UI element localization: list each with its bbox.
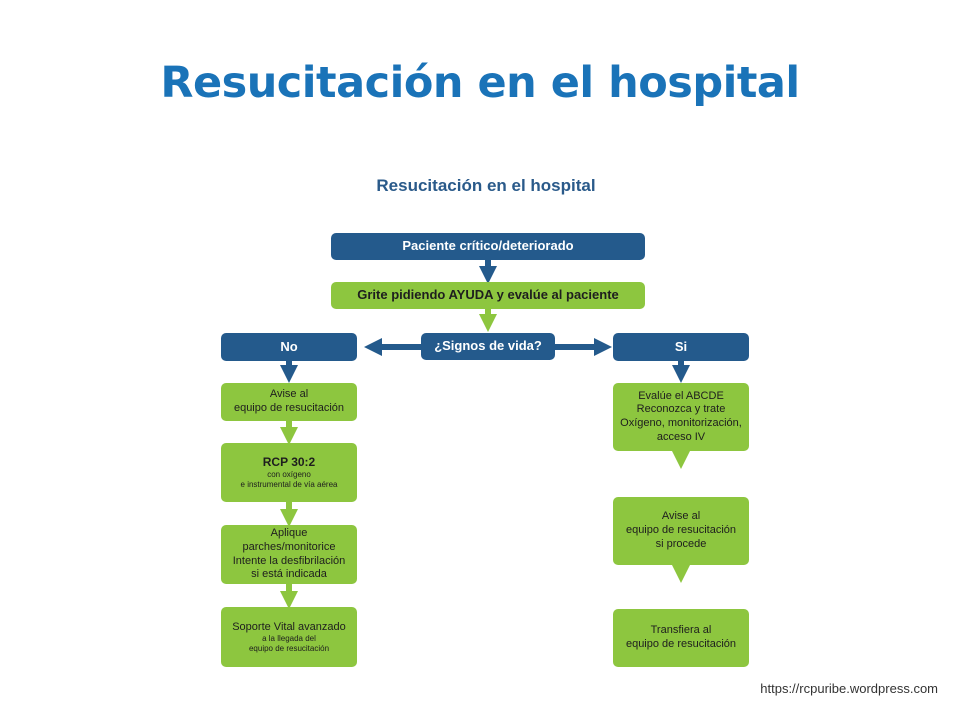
abcde-line-3: Oxígeno, monitorización, (620, 417, 742, 429)
source-link[interactable]: https://rcpuribe.wordpress.com (760, 681, 938, 696)
transfer-line-1: Transfiera al (650, 624, 712, 637)
cpr-detail-line-2: e instrumental de vía aérea (240, 480, 338, 489)
abcde-line-2: Reconozca y trate (636, 403, 726, 416)
transfer-box: Transfiera al equipo de resucitación (613, 609, 749, 667)
cpr-box: RCP 30:2 con oxígeno e instrumental de v… (221, 443, 357, 502)
cpr-detail-line-1: con oxígeno (267, 470, 311, 480)
shout-label: Grite pidiendo AYUDA y evalúe al pacient… (357, 287, 619, 303)
no-label: No (280, 338, 298, 354)
yes-label: Si (674, 338, 688, 354)
left-alert-line-1: Avise al (269, 388, 309, 401)
right-alert-line-3: si procede (655, 537, 707, 550)
diagram-title: Resucitación en el hospital (376, 176, 596, 195)
pads-line-1: Aplique (270, 527, 308, 539)
patient-label: Paciente crítico/deteriorado (402, 238, 574, 254)
right-alert-team-box: Avise al equipo de resucitación si proce… (613, 497, 749, 565)
als-title: Soporte Vital avanzado (232, 620, 346, 633)
cpr-title: RCP 30:2 (262, 455, 316, 470)
patient-box: Paciente crítico/deteriorado (331, 233, 645, 260)
right-alert-line-1: Avise al (661, 510, 701, 523)
transfer-line-2: equipo de resucitación (625, 638, 737, 650)
pads-line-2: parches/monitorice (242, 540, 336, 553)
pads-line-4: si está indicada (251, 568, 327, 581)
als-detail-line-1: a la llegada del (262, 634, 316, 644)
slide-title: Resucitación en el hospital (160, 58, 800, 108)
yes-box: Si (613, 333, 749, 361)
als-box: Soporte Vital avanzado a la llegada del … (221, 607, 357, 667)
no-box: No (221, 333, 357, 361)
left-alert-team-box: Avise al equipo de resucitación (221, 383, 357, 421)
abcde-box: Evalúe el ABCDE Reconozca y trate Oxígen… (613, 383, 749, 451)
shout-box: Grite pidiendo AYUDA y evalúe al pacient… (331, 282, 645, 309)
signs-of-life-label: ¿Signos de vida? (434, 338, 542, 354)
left-alert-line-2: equipo de resucitación (233, 402, 345, 414)
pads-box: Aplique parches/monitorice Intente la de… (221, 525, 357, 584)
pads-line-3: Intente la desfibrilación (232, 554, 346, 567)
abcde-line-1: Evalúe el ABCDE (638, 389, 724, 402)
right-alert-line-2: equipo de resucitación (625, 524, 737, 537)
abcde-line-4: acceso IV (656, 430, 706, 443)
als-detail-line-2: equipo de resucitación (248, 643, 330, 653)
signs-of-life-box: ¿Signos de vida? (421, 333, 555, 360)
